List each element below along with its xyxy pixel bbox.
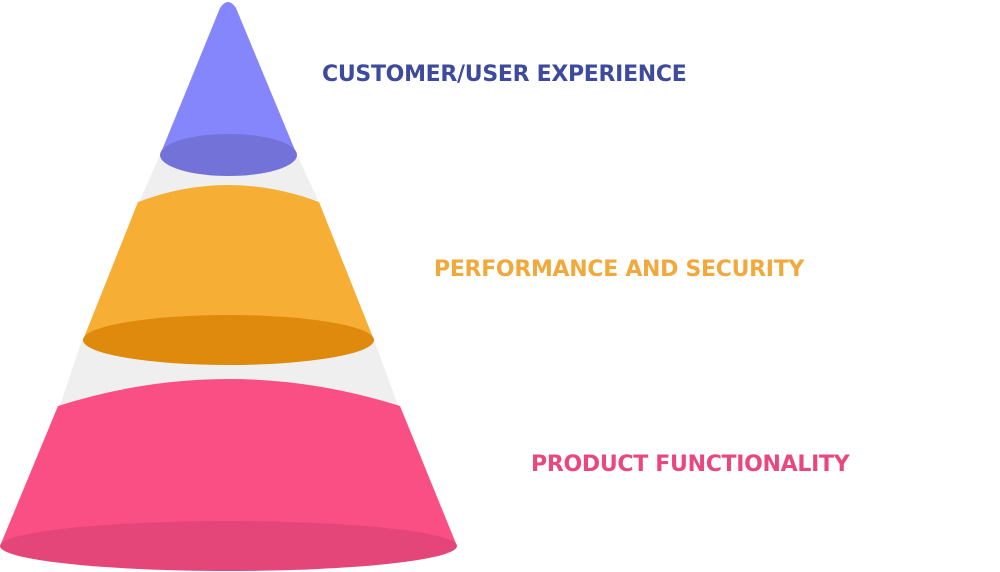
tier-middle-body — [83, 185, 374, 340]
tier-bottom-base — [0, 521, 457, 571]
tier-top-base — [160, 134, 297, 176]
tier-label-customer-experience: CUSTOMER/USER EXPERIENCE — [322, 62, 687, 87]
tier-bottom-body — [0, 379, 457, 546]
tier-label-product-functionality: PRODUCT FUNCTIONALITY — [531, 452, 850, 477]
tier-top-body — [160, 2, 297, 155]
tier-label-performance-security: PERFORMANCE AND SECURITY — [434, 257, 805, 282]
tier-middle-base — [83, 315, 374, 365]
